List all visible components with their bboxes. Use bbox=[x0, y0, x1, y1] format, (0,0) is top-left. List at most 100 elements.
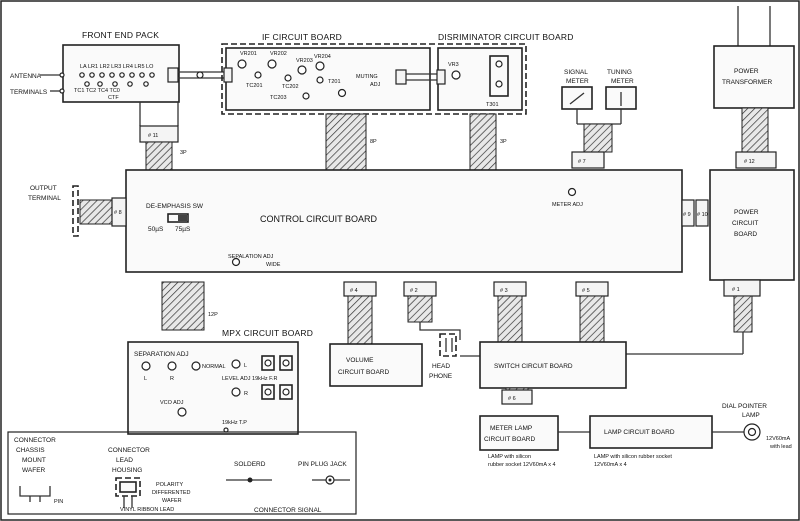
legend-chassis-2: CHASSIS bbox=[16, 447, 45, 454]
mpx-level-l: L bbox=[244, 363, 247, 369]
connector-12p: 12P bbox=[161, 281, 218, 331]
connector-6: # 6 bbox=[501, 387, 533, 405]
antenna-label-1: ANTENNA bbox=[10, 73, 42, 80]
mpx-sep-l-pot bbox=[141, 361, 151, 371]
de-emphasis-label: DE-EMPHASIS SW bbox=[146, 203, 204, 210]
dial-lamp-label-2: LAMP bbox=[742, 412, 760, 419]
head-phone: HEAD PHONE bbox=[419, 322, 480, 380]
vr3-label: VR3 bbox=[448, 62, 459, 68]
connector-1: # 1 bbox=[626, 279, 761, 355]
vr201-pot bbox=[237, 59, 247, 69]
tc201-trimmer bbox=[254, 71, 262, 79]
connector-11-label: # 11 bbox=[148, 133, 158, 139]
lamp-note-1: LAMP with silicon rubber socket bbox=[594, 454, 672, 460]
lamp-note-2: 12V60mA x 4 bbox=[594, 462, 627, 468]
pin-12p: 12P bbox=[208, 312, 218, 318]
control-board-title: CONTROL CIRCUIT BOARD bbox=[260, 214, 378, 224]
mpx-normal-pot bbox=[191, 361, 201, 371]
t301-label: T301 bbox=[486, 102, 499, 108]
power-board-label-1: POWER bbox=[734, 209, 759, 216]
connector-1-label: # 1 bbox=[732, 287, 740, 293]
front-end-output-jack bbox=[167, 67, 179, 83]
connector-3p-right: 3P bbox=[469, 113, 507, 171]
output-label-2: TERMINAL bbox=[28, 195, 61, 202]
dial-pointer-lamp: DIAL POINTER LAMP 12V60mA with lead bbox=[722, 403, 792, 450]
meter-lamp-label-1: METER LAMP bbox=[490, 425, 532, 432]
mpx-level-r-pot bbox=[231, 387, 241, 397]
mpx-sep-l: L bbox=[144, 376, 147, 382]
tc203-trimmer bbox=[302, 92, 310, 100]
separation-adj-pot bbox=[231, 257, 241, 267]
meter-adj-label: METER ADJ bbox=[552, 202, 583, 208]
meter-lamp-board: METER LAMP CIRCUIT BOARD LAMP with silic… bbox=[479, 415, 559, 468]
muting-adj-label: ADJ bbox=[370, 82, 381, 88]
legend-lead-2: LEAD bbox=[116, 457, 133, 464]
connector-7: # 7 bbox=[571, 123, 613, 169]
mpx-tp-label: 19kHz T.P bbox=[222, 420, 247, 426]
front-end-pack: FRONT END PACK LA LR1 LR2 LR3 LR4 LR5 LO… bbox=[62, 30, 180, 103]
if-module-shield bbox=[221, 43, 527, 115]
meter-lamp-note-2: rubber socket 12V60mA x 4 bbox=[488, 462, 556, 468]
separation-adj-wide: WIDE bbox=[266, 262, 281, 268]
t301-coil-box bbox=[489, 55, 509, 97]
mpx-normal-label: NORMAL bbox=[202, 364, 226, 370]
legend-vinyl: VINYL RIBBON LEAD bbox=[120, 507, 174, 513]
front-end-trimmers bbox=[79, 72, 155, 87]
mpx-board-title: MPX CIRCUIT BOARD bbox=[222, 328, 313, 338]
legend-pin-plug: PIN PLUG JACK bbox=[298, 461, 347, 468]
tuning-meter: TUNING METER bbox=[605, 69, 637, 110]
muting-label: MUTING bbox=[356, 74, 378, 80]
de-emphasis-50: 50µS bbox=[148, 226, 164, 233]
if-board: VR201 VR202 TC201 TC202 VR203 VR204 T201… bbox=[223, 47, 438, 111]
volume-board-label-1: VOLUME bbox=[346, 357, 374, 364]
separation-adj-label: SEPALATION ADJ bbox=[228, 254, 274, 260]
if-board-title: IF CIRCUIT BOARD bbox=[262, 32, 342, 42]
tc202-trimmer bbox=[284, 74, 292, 82]
power-board: POWER CIRCUIT BOARD bbox=[709, 169, 795, 281]
volume-board: VOLUME CIRCUIT BOARD bbox=[329, 343, 423, 387]
legend-lead-3: HOUSING bbox=[112, 467, 142, 474]
mpx-board: SEPARATION ADJ L R NORMAL L LEVEL ADJ 19… bbox=[127, 341, 299, 435]
tc203-label: TC203 bbox=[270, 95, 287, 101]
mpx-sep-r-pot bbox=[167, 361, 177, 371]
dial-lamp-spec-1: 12V60mA bbox=[766, 436, 790, 442]
tuning-meter-label-2: METER bbox=[611, 78, 634, 85]
tuning-meter-label-1: TUNING bbox=[607, 69, 632, 76]
vr202-pot bbox=[267, 59, 277, 69]
legend-chassis-4: WAFER bbox=[22, 467, 46, 474]
connector-3: # 3 bbox=[493, 281, 527, 343]
de-emphasis-75: 75µS bbox=[175, 226, 191, 233]
dial-lamp-label-1: DIAL POINTER bbox=[722, 403, 767, 410]
connector-2: # 2 bbox=[403, 281, 437, 323]
front-end-codes-top: LA LR1 LR2 LR3 LR4 LR5 LO bbox=[80, 64, 154, 70]
mpx-level-r: R bbox=[244, 391, 248, 397]
power-board-label-3: BOARD bbox=[734, 231, 757, 238]
output-label-1: OUTPUT bbox=[30, 185, 57, 192]
vr202-label: VR202 bbox=[270, 51, 287, 57]
lamp-board: LAMP CIRCUIT BOARD LAMP with silicon rub… bbox=[589, 415, 713, 468]
connector-5-label: # 5 bbox=[582, 288, 590, 294]
legend-chassis-1: CONNECTOR bbox=[14, 437, 56, 444]
discriminator-board: VR3 T301 bbox=[436, 47, 523, 111]
muting-adj-pot bbox=[337, 88, 347, 98]
connector-8p: 8P bbox=[325, 113, 377, 171]
power-transformer-label-2: TRANSFORMER bbox=[722, 79, 773, 86]
antenna-terminals: ANTENNA TERMINALS bbox=[10, 72, 65, 96]
coax-front-to-if bbox=[178, 71, 224, 79]
connector-12: # 12 bbox=[735, 107, 777, 169]
connector-12-label: # 12 bbox=[744, 159, 755, 165]
front-end-codes-bottom: TC1 TC2 TC4 TC0 bbox=[74, 88, 120, 94]
legend-lead-1: CONNECTOR bbox=[108, 447, 150, 454]
mpx-sep-r: R bbox=[170, 376, 174, 382]
connector-2-label: # 2 bbox=[410, 288, 418, 294]
head-phone-label-2: PHONE bbox=[429, 373, 453, 380]
signal-meter: SIGNAL METER bbox=[561, 69, 593, 110]
t201-coil bbox=[316, 76, 324, 84]
switch-board-title: SWITCH CIRCUIT BOARD bbox=[494, 363, 573, 370]
head-phone-label-1: HEAD bbox=[432, 363, 450, 370]
vr203-pot bbox=[297, 65, 307, 75]
signal-meter-label-2: METER bbox=[566, 78, 589, 85]
power-board-label-2: CIRCUIT bbox=[732, 220, 758, 227]
